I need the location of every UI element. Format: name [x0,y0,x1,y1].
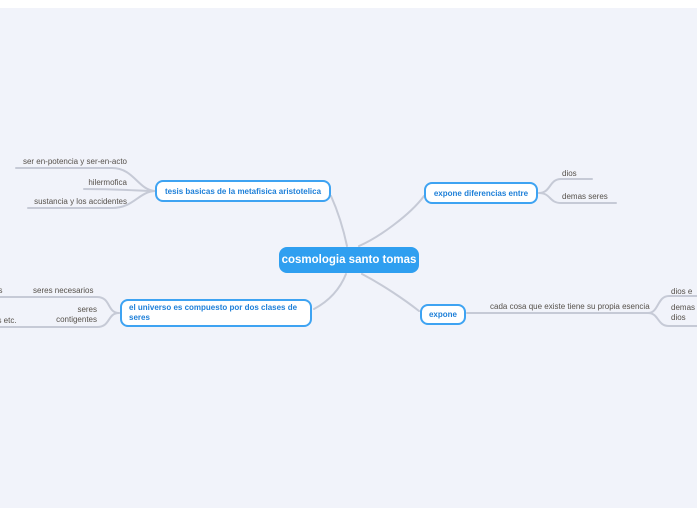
node-expone[interactable]: expone [420,304,466,325]
connector-dif-child-1 [538,178,593,194]
label-demas-seres[interactable]: demas seres [562,192,608,201]
connector-root-to-tesis [330,195,348,247]
connector-root-to-expone [361,273,420,312]
connector-cada-child-2 [647,312,697,327]
node-tesis-basicas[interactable]: tesis basicas de la metafisica aristotel… [155,180,331,202]
label-hilermofica[interactable]: hilermofica [88,178,127,187]
connector-tesis-child-3 [27,190,156,209]
connector-tesis-child-1 [15,167,156,192]
root-node[interactable]: cosmologia santo tomas [279,247,419,273]
label-dios[interactable]: dios [562,169,577,178]
connector-root-to-universo [313,273,347,310]
label-ser-en-potencia[interactable]: ser en-potencia y ser-en-acto [22,157,127,166]
node-expone-diferencias[interactable]: expone diferencias entre [424,182,538,204]
label-clipped-left-bottom[interactable]: os etc. [0,316,17,325]
connector-universo-child-2 [0,312,120,328]
label-seres-contigentes[interactable]: seres contigentes [56,305,97,325]
node-universo-dos-clases[interactable]: el universo es compuesto por dos clases … [120,299,312,327]
label-clipped-left-top[interactable]: os [0,286,3,295]
label-seres-necesarios[interactable]: seres necesarios [33,286,94,295]
label-cada-cosa-esencia[interactable]: cada cosa que existe tiene su propia ese… [490,302,650,311]
connector-tesis-child-2 [83,188,155,192]
connector-root-to-expone-dif [358,195,425,247]
label-clipped-right-bottom[interactable]: demas dios [671,303,696,323]
label-sustancia-accidentes[interactable]: sustancia y los accidentes [34,197,127,206]
label-clipped-right-top[interactable]: dios e [671,287,693,296]
connector-dif-child-2 [538,192,617,204]
